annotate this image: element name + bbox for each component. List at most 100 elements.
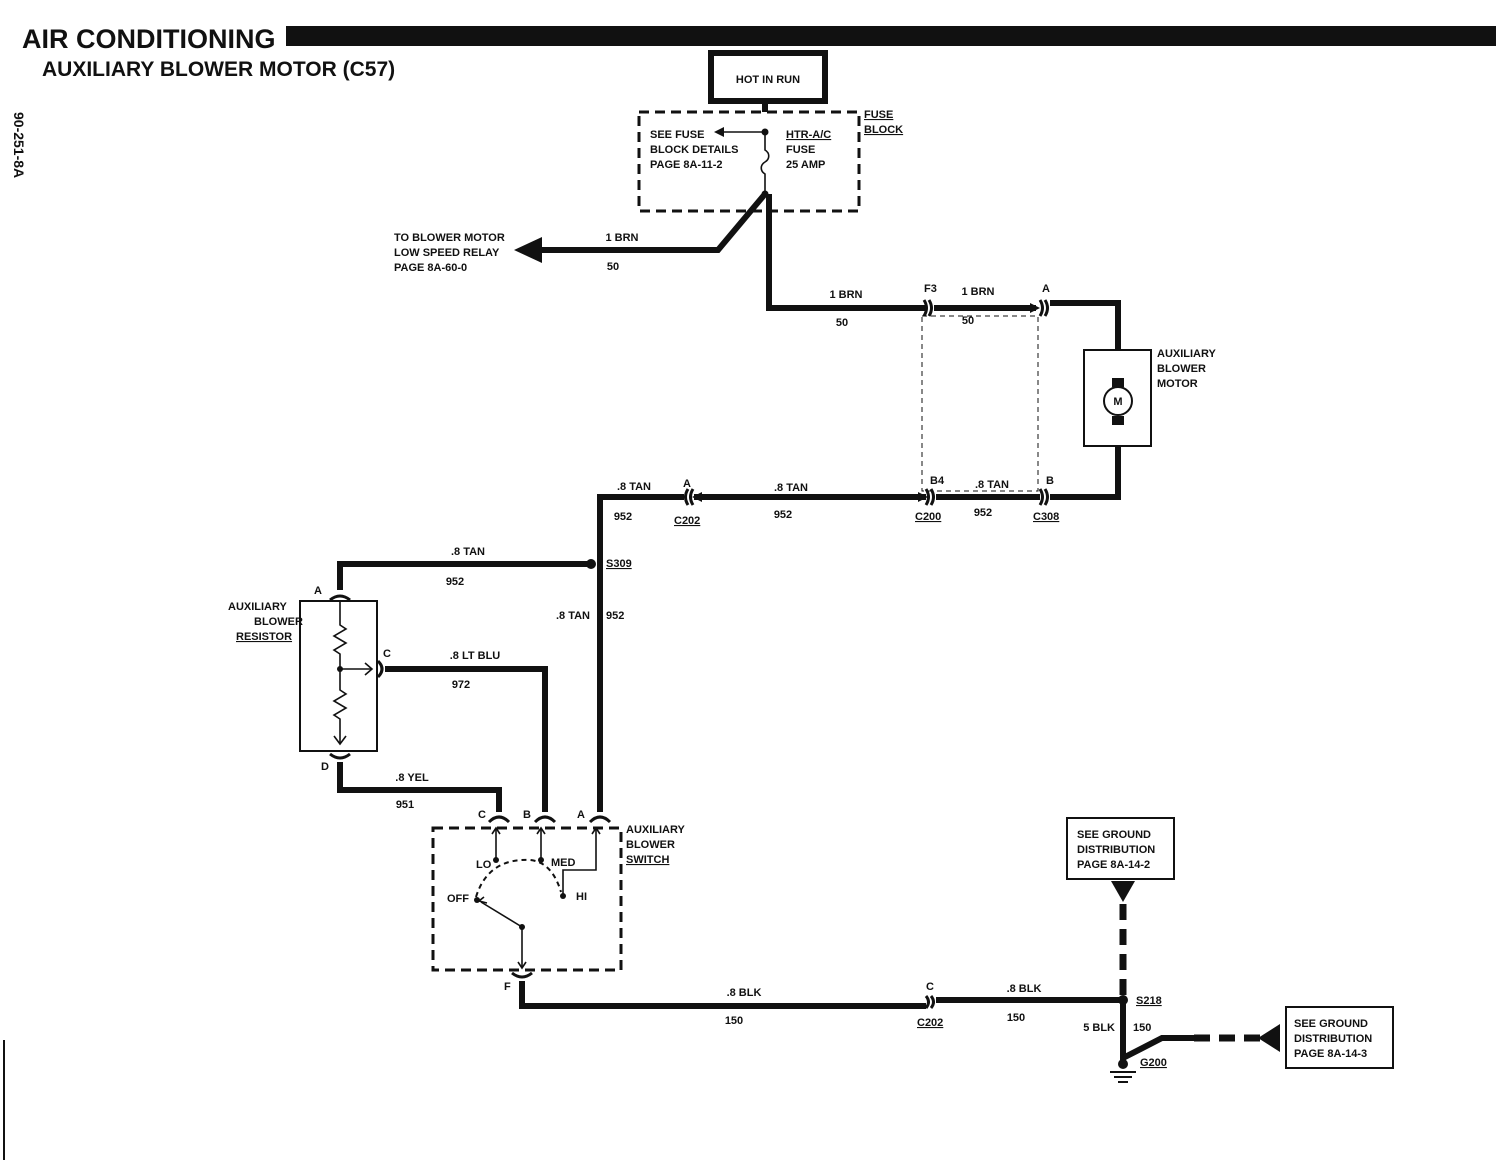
connector-ground-c-label: C [926,981,934,993]
gnd-color: 5 BLK [1083,1022,1115,1034]
switch-blade [480,901,523,928]
motor-symbol: M [1113,396,1122,408]
connector-switch-f [511,971,533,979]
ground-ref2-2: DISTRIBUTION [1294,1033,1372,1045]
resistor-label-2: BLOWER [254,616,303,628]
connector-switch-f-label: F [504,981,511,993]
connector-switch-c [487,815,511,824]
motor-armature [1103,386,1133,416]
connector-b4-label: B4 [930,475,945,487]
wire-a-to-motor [1050,300,1121,350]
switch-travel-arc [475,858,562,898]
motor-label-1: AUXILIARY [1157,348,1217,360]
connector-switch-a-label: A [577,809,585,821]
tan-res-color: .8 TAN [451,546,485,558]
fuse-note-3: PAGE 8A-11-2 [650,159,723,171]
fuse-note-arrow [714,127,724,137]
tan-c308-color: .8 TAN [975,479,1009,491]
ground-ref-box-2 [1285,1006,1394,1069]
b4-arrow [918,492,928,502]
connector-resistor-d-label: D [321,761,329,773]
wire-blk-switch-to-c [519,981,926,1009]
brn2-circuit: 50 [962,315,974,327]
tan-c200-color: .8 TAN [774,482,808,494]
blk2-color: .8 BLK [1007,983,1042,995]
resistor-out-arrow [333,735,347,746]
title-bar [286,26,1496,46]
ground-ref1-2: DISTRIBUTION [1077,844,1155,856]
connector-c202-label: C202 [674,515,700,527]
relay-wire-circuit: 50 [607,261,619,273]
connector-motor-b-label: B [1046,475,1054,487]
resistor-tap-arrow [364,662,374,676]
connector-b4 [924,488,935,506]
switch-hi-line [562,828,597,896]
splice-s218-label: S218 [1136,995,1162,1007]
ground-g200-node [1118,1059,1128,1069]
switch-label-3: SWITCH [626,854,669,866]
relay-arrow [514,237,542,263]
wire-tan-c202-to-switch [597,494,684,812]
fuse-note-2: BLOCK DETAILS [650,144,738,156]
blu-color: .8 LT BLU [450,650,501,662]
ground-symbol-icon [1110,1071,1136,1083]
brn1-color: 1 BRN [829,289,862,301]
wire-ground-dist-2-lead [1121,1035,1194,1061]
hot-in-run-label: HOT IN RUN [736,74,800,86]
page-code: 90-251-8A [11,112,27,178]
blu-circuit: 972 [452,679,470,691]
connector-c200-label: C200 [915,511,941,523]
wire-motor-to-b [1050,446,1121,500]
switch-outline [431,826,623,972]
c202-arrow [692,492,702,502]
connector-motor-a-label: A [1042,283,1050,295]
tan-sw-color: .8 TAN [556,610,590,622]
switch-blade-arrow [477,896,488,904]
switch-lo-contact [493,857,499,863]
brn1-circuit: 50 [836,317,848,329]
brn2-color: 1 BRN [961,286,994,298]
relay-ref-2: LOW SPEED RELAY [394,247,500,259]
connector-ground-c202-label: C202 [917,1017,943,1029]
motor-brush-bottom [1112,416,1124,425]
diagram-subtitle: AUXILIARY BLOWER MOTOR (C57) [42,58,395,81]
connector-resistor-d [329,752,351,760]
wire-lt-blu [385,666,548,812]
resistor-housing [299,600,378,752]
connector-c202-a-label: A [683,478,691,490]
wire-yel [337,762,502,812]
connector-resistor-a [329,594,351,602]
connector-switch-a [588,815,612,824]
switch-med-arrow [536,826,546,835]
motor-brush-top [1112,378,1124,387]
connector-motor-b [1038,488,1049,506]
wire-to-relay [540,192,768,253]
connector-c308-label: C308 [1033,511,1059,523]
ground-ref2-3: PAGE 8A-14-3 [1294,1048,1367,1060]
connector-resistor-a-label: A [314,585,322,597]
connector-motor-a [1038,299,1049,317]
tan-c308-circuit: 952 [974,507,992,519]
switch-label-2: BLOWER [626,839,675,851]
fuse-block-label-1: FUSE [864,109,893,121]
fuse-note-1: SEE FUSE [650,129,704,141]
ground-ref1-1: SEE GROUND [1077,829,1151,841]
motor-label-3: MOTOR [1157,378,1198,390]
yel-color: .8 YEL [395,772,429,784]
gnd-circuit: 150 [1133,1022,1151,1034]
splice-s309-label: S309 [606,558,632,570]
fuse-block-label-2: BLOCK [864,124,903,136]
switch-hi-label: HI [576,891,587,903]
ground-ref1-arrow [1111,881,1135,902]
switch-med-contact [538,857,544,863]
connector-f3 [922,299,933,317]
f3-arrow [1030,303,1040,313]
wire-brn-fuse-to-f3 [766,194,926,311]
diagram-title: AIR CONDITIONING [22,24,276,54]
switch-lo-arrow [491,826,501,835]
switch-lo-label: LO [476,859,492,871]
ground-ref2-1: SEE GROUND [1294,1018,1368,1030]
blk1-circuit: 150 [725,1015,743,1027]
switch-hi-arrow [591,826,601,835]
